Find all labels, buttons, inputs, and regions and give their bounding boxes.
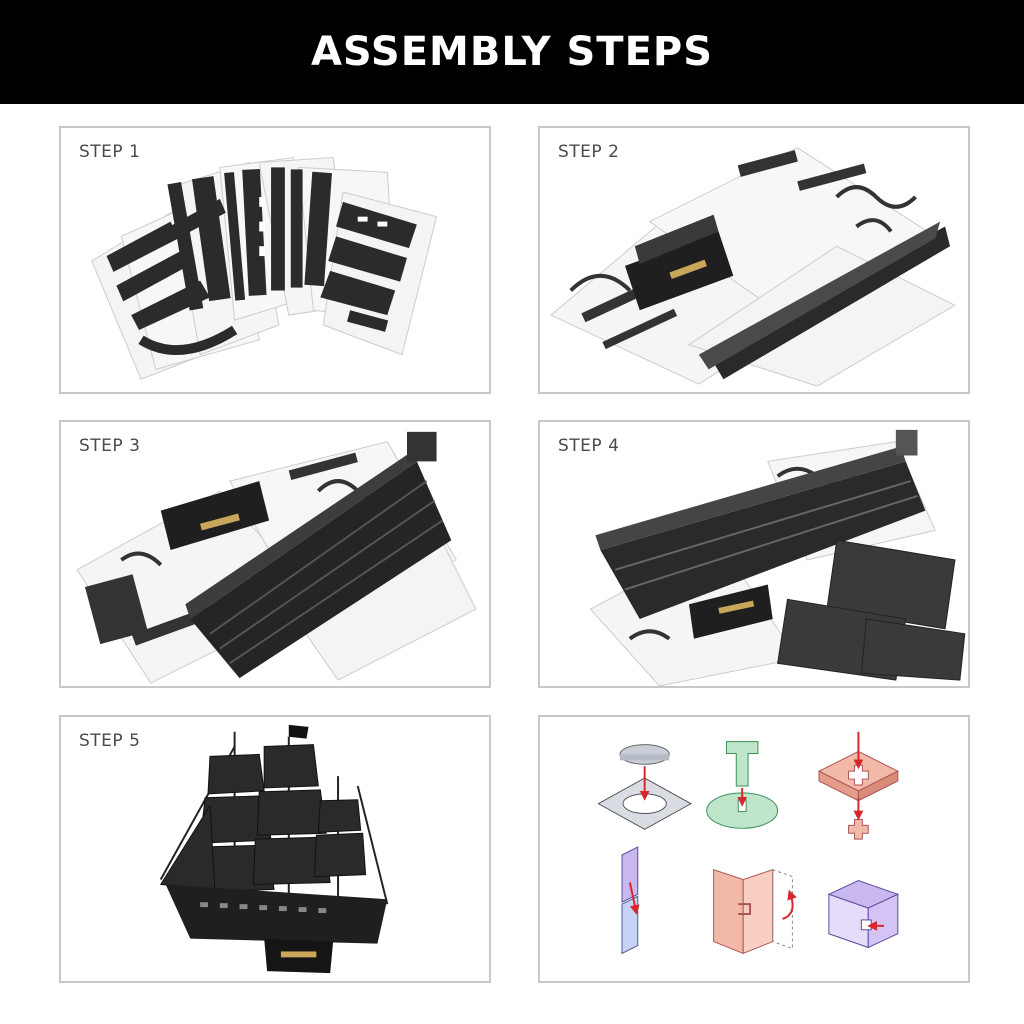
sheet-outlines	[569, 185, 917, 292]
tab-disc-diagram	[706, 741, 779, 829]
sheet-cutouts	[259, 196, 388, 257]
step-2-panel: STEP 2	[538, 126, 970, 394]
step-4-label: STEP 4	[558, 436, 620, 456]
interlock-slot-diagram	[621, 846, 640, 955]
step-3-label: STEP 3	[79, 436, 141, 456]
assembly-tips-illustration	[597, 731, 900, 955]
step-2-label: STEP 2	[558, 142, 620, 162]
step-1-panel: STEP 1	[59, 126, 491, 394]
step-5-panel: STEP 5	[59, 715, 491, 983]
step-3-illustration	[76, 431, 477, 684]
stern-castle	[407, 431, 437, 462]
sheet-parts	[106, 167, 417, 332]
ship-deck	[595, 446, 906, 551]
assembly-tips-panel	[538, 715, 970, 983]
step-4-illustration	[589, 429, 966, 686]
ship-sails	[159, 744, 367, 893]
page-header: ASSEMBLY STEPS	[0, 0, 1024, 104]
sheet-parts	[581, 150, 867, 350]
step-1-illustration	[91, 156, 438, 380]
loose-sails	[777, 539, 966, 681]
step-1-label: STEP 1	[79, 142, 141, 162]
fold-tab-diagram	[713, 868, 797, 955]
page-title: ASSEMBLY STEPS	[310, 29, 714, 75]
hull-planks	[209, 480, 444, 665]
disc-slot-diagram	[597, 744, 692, 830]
hull-keel	[708, 226, 951, 380]
stern-lantern	[895, 429, 918, 456]
step-3-panel: STEP 3	[59, 420, 491, 688]
box-lock-diagram	[827, 879, 900, 949]
pirate-flag-icon	[288, 724, 309, 739]
hull-planks	[614, 480, 918, 591]
step-2-illustration	[550, 147, 956, 387]
cross-slot-diagram	[817, 731, 899, 840]
step-5-label: STEP 5	[79, 731, 141, 751]
hull-windows	[200, 902, 327, 914]
step-5-illustration	[159, 724, 389, 974]
step-4-panel: STEP 4	[538, 420, 970, 688]
display-stand	[688, 584, 773, 639]
ship-hull	[165, 884, 388, 944]
display-stand	[160, 481, 270, 551]
